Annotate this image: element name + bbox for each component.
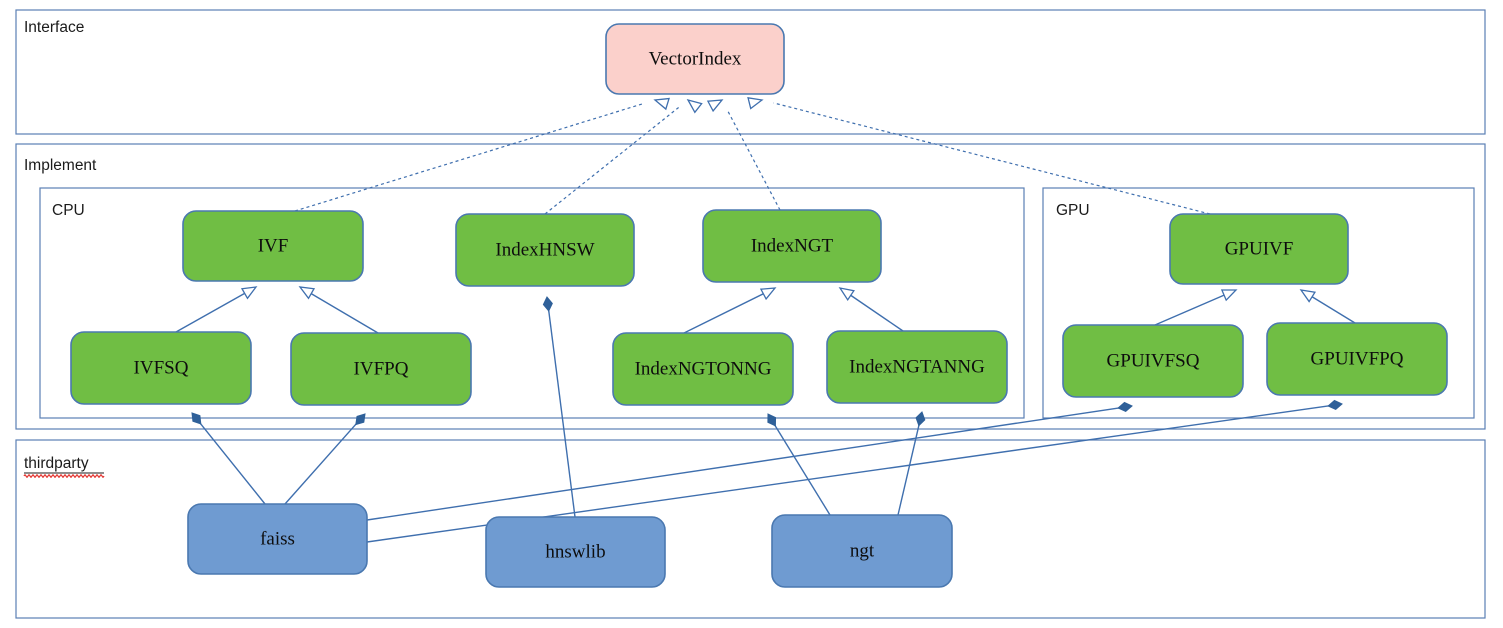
node-label-hnswlib: hnswlib (545, 541, 605, 562)
edge-gpuivfpq-gpuivf (1310, 295, 1356, 324)
edge-gpuivfsq-gpuivf (1154, 294, 1226, 326)
diamond-faiss-gpuivfsq (1117, 401, 1133, 413)
node-box-indexngt[interactable] (702, 209, 882, 283)
diamond-ngt-indexngtonng (767, 413, 777, 427)
group-label-cpu: CPU (52, 202, 85, 219)
edge-faiss-ivfpq (284, 423, 357, 505)
node-label-indexhnsw: IndexHNSW (495, 239, 594, 260)
node-box-gpuivfpq[interactable] (1266, 322, 1448, 396)
node-gpuivfpq[interactable]: GPUIVFPQ (1266, 322, 1448, 396)
node-gpuivfsq[interactable]: GPUIVFSQ (1062, 324, 1244, 398)
node-box-ngt[interactable] (771, 514, 953, 588)
node-box-vectorindex[interactable] (605, 23, 785, 95)
arrowhead-triangle-ivfsq-ivf (240, 286, 258, 300)
node-box-gpuivfsq[interactable] (1062, 324, 1244, 398)
node-faiss[interactable]: faiss (187, 503, 368, 575)
edge-indexngt-vectorindex (727, 110, 781, 211)
node-vectorindex[interactable]: VectorIndex (605, 23, 785, 95)
edge-ivf-vectorindex (294, 102, 644, 212)
node-box-indexhnsw[interactable] (455, 213, 635, 287)
group-label-implement: Implement (24, 157, 97, 174)
arrowhead-triangle-gpuivf-vectorindex (747, 97, 764, 110)
edge-ngt-indexngtanng (897, 424, 920, 516)
node-box-indexngtanng[interactable] (826, 330, 1008, 404)
arrowhead-triangle-ivf-vectorindex (653, 97, 670, 111)
group-label-thirdparty: thirdparty (24, 455, 89, 472)
node-label-ivf: IVF (258, 235, 289, 256)
node-indexngtonng[interactable]: IndexNGTONNG (612, 332, 794, 406)
edge-ivfpq-ivf (309, 292, 379, 334)
node-ivfpq[interactable]: IVFPQ (290, 332, 472, 406)
node-box-gpuivf[interactable] (1169, 213, 1349, 285)
spellcheck-squiggle-icon (23, 474, 105, 478)
node-label-gpuivfpq: GPUIVFPQ (1311, 348, 1404, 369)
edge-indexngtonng-indexngt (683, 292, 765, 334)
diamond-faiss-ivfsq (191, 412, 202, 425)
node-label-indexngtonng: IndexNGTONNG (635, 358, 772, 379)
node-ivf[interactable]: IVF (182, 210, 364, 282)
arrowhead-triangle-ivfpq-ivf (298, 286, 316, 300)
edge-ngt-indexngtonng (774, 424, 831, 516)
node-ngt[interactable]: ngt (771, 514, 953, 588)
node-label-ngt: ngt (850, 540, 875, 561)
node-ivfsq[interactable]: IVFSQ (70, 331, 252, 405)
arrowhead-triangle-indexngt-vectorindex (706, 99, 724, 113)
node-label-ivfpq: IVFPQ (354, 358, 409, 379)
node-label-ivfsq: IVFSQ (134, 357, 189, 378)
diamond-ngt-indexngtanng (915, 411, 926, 427)
diamond-faiss-gpuivfpq (1327, 399, 1343, 411)
node-label-vectorindex: VectorIndex (649, 48, 742, 69)
node-box-ivfpq[interactable] (290, 332, 472, 406)
node-label-indexngtanng: IndexNGTANNG (849, 356, 985, 377)
arrowhead-triangle-gpuivfsq-gpuivf (1220, 289, 1238, 302)
node-box-ivfsq[interactable] (70, 331, 252, 405)
arrowhead-triangle-indexngtonng-indexngt (759, 287, 777, 301)
node-label-indexngt: IndexNGT (751, 235, 834, 256)
node-box-faiss[interactable] (187, 503, 368, 575)
edge-indexhnsw-vectorindex (544, 107, 679, 215)
edge-faiss-ivfsq (199, 422, 266, 505)
arrowhead-triangle-indexhnsw-vectorindex (686, 98, 703, 114)
group-label-interface: Interface (24, 19, 84, 36)
group-label-gpu: GPU (1056, 202, 1090, 219)
node-box-indexngtonng[interactable] (612, 332, 794, 406)
node-label-gpuivfsq: GPUIVFSQ (1107, 350, 1200, 371)
edges-layer (175, 97, 1356, 543)
diamond-faiss-ivfpq (355, 413, 366, 426)
edge-ivfsq-ivf (175, 292, 246, 333)
node-gpuivf[interactable]: GPUIVF (1169, 213, 1349, 285)
node-box-ivf[interactable] (182, 210, 364, 282)
node-label-gpuivf: GPUIVF (1225, 238, 1294, 259)
arrowhead-triangle-gpuivfpq-gpuivf (1299, 289, 1317, 303)
node-label-faiss: faiss (260, 528, 295, 549)
node-hnswlib[interactable]: hnswlib (485, 516, 666, 588)
node-indexngt[interactable]: IndexNGT (702, 209, 882, 283)
edge-indexngtanng-indexngt (849, 294, 904, 332)
edge-faiss-gpuivfsq (366, 407, 1120, 521)
edge-hnswlib-indexhnsw (547, 309, 576, 518)
arrowhead-triangle-indexngtanng-indexngt (838, 287, 855, 302)
node-indexhnsw[interactable]: IndexHNSW (455, 213, 635, 287)
node-indexngtanng[interactable]: IndexNGTANNG (826, 330, 1008, 404)
node-box-hnswlib[interactable] (485, 516, 666, 588)
diamond-hnswlib-indexhnsw (542, 296, 553, 312)
